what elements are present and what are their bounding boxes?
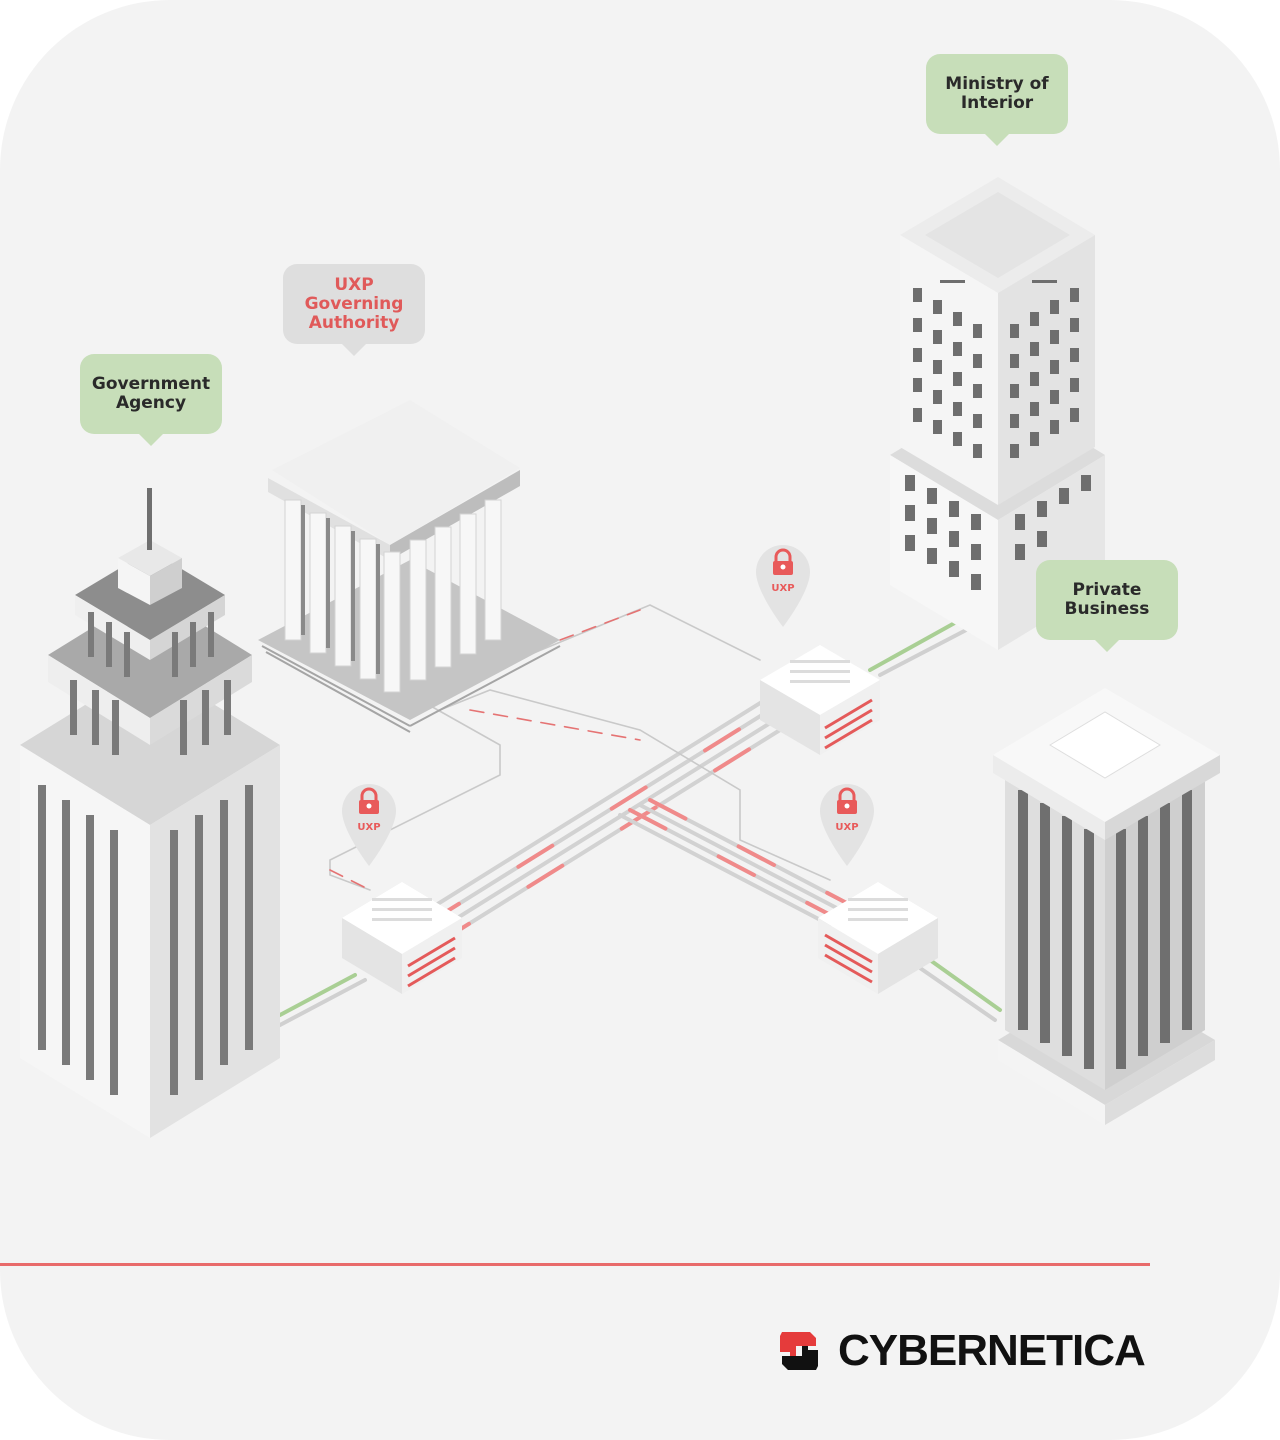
ministry-windows	[905, 288, 1091, 590]
private-business-label: Private Business	[1036, 560, 1178, 652]
ministry-of-interior-line1: Ministry of	[945, 74, 1049, 94]
uxp-governing-authority-line2: Governing	[304, 293, 404, 314]
footer-divider	[0, 1263, 1150, 1266]
ministry-of-interior-line2: Interior	[960, 93, 1034, 113]
government-agency-label-line2: Agency	[115, 393, 187, 413]
uxp-governing-authority-line1: UXP	[334, 274, 374, 295]
uxp-hub-top	[760, 645, 880, 755]
ministry-of-interior-building	[890, 177, 1105, 650]
private-business-line1: Private	[1072, 580, 1142, 600]
uxp-pin-right-label: UXP	[835, 822, 859, 833]
uxp-pin-top-label: UXP	[771, 583, 795, 594]
uxp-pin-top-marker: UXP	[756, 545, 810, 629]
private-business-building	[993, 688, 1220, 1125]
uxp-pin-left	[342, 784, 396, 866]
private-business-line2: Business	[1064, 599, 1150, 619]
cybernetica-logo-icon	[780, 1332, 818, 1370]
uxp-pin-right	[820, 784, 874, 866]
uxp-governing-authority-label: UXP Governing Authority	[283, 264, 425, 356]
uxp-pin-top	[756, 545, 810, 627]
uxp-governing-authority-line3: Authority	[308, 312, 400, 333]
uxp-pin-left-label: UXP	[357, 822, 381, 833]
government-agency-label: Government Agency	[80, 354, 222, 446]
government-agency-label-line1: Government	[91, 374, 211, 394]
government-agency-building	[20, 488, 280, 1138]
brand-name: CYBERNETICA	[838, 1326, 1146, 1375]
cybernetica-logo: CYBERNETICA	[776, 1326, 1146, 1376]
uxp-pin-right-marker: UXP	[820, 784, 874, 868]
governing-authority-building	[258, 400, 561, 733]
uxp-hub-right	[818, 882, 938, 994]
uxp-hub-left	[342, 882, 462, 994]
uxp-pin-left-marker: UXP	[342, 784, 396, 868]
ministry-of-interior-label: Ministry of Interior	[926, 54, 1068, 146]
